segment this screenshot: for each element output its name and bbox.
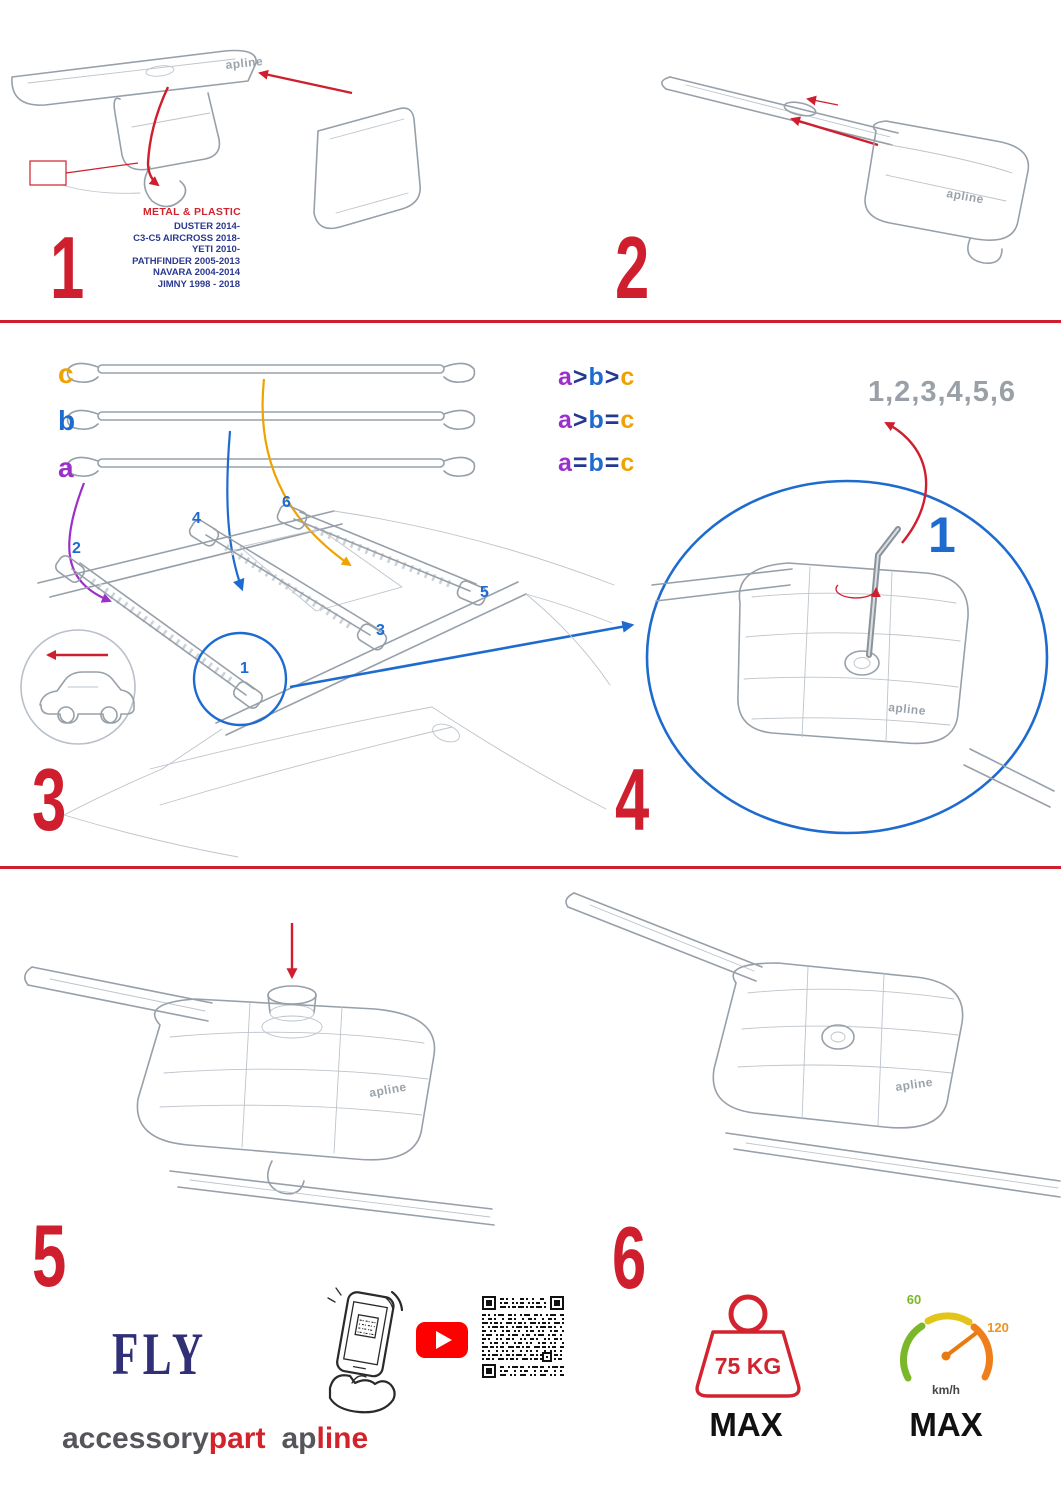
section-divider: [0, 866, 1061, 869]
legend-a: a: [558, 363, 573, 391]
legend-operator: >: [572, 363, 589, 391]
step4-detail-illustration: apline: [645, 421, 1055, 835]
legend-c: c: [620, 406, 636, 434]
legend-operator: =: [604, 406, 621, 434]
legend-row-1: a>b>c: [558, 356, 635, 399]
step1-clamp-illustration: apline: [11, 49, 421, 230]
legend-a: a: [558, 406, 573, 434]
legend-operator: >: [604, 363, 621, 391]
qr-scan-phone-icon: [327, 1287, 404, 1414]
bar-label-a: a: [58, 452, 74, 483]
step-2-number: 2: [615, 218, 650, 317]
apline-mark: apline: [888, 700, 927, 718]
tightening-sequence: 1,2,3,4,5,6: [868, 376, 1017, 408]
apline-mark: apline: [894, 1075, 933, 1094]
legend-b: b: [588, 449, 605, 477]
roof-bar-rear: [276, 504, 488, 606]
model-list-item: NAVARA 2004-2014: [153, 267, 240, 278]
spacing-legend: a>b>c a>b=c a=b=c: [558, 356, 635, 485]
position-5: 5: [480, 584, 489, 601]
speed-unit-label: km/h: [932, 1383, 960, 1397]
sequence-start-number: 1: [928, 507, 956, 563]
zoom-circle: [645, 479, 1049, 835]
model-compatibility-list: DUSTER 2014- C3-C5 AIRCROSS 2018- YETI 2…: [72, 221, 240, 290]
step-3-number: 3: [32, 750, 67, 849]
bar-label-b: b: [58, 405, 75, 436]
model-list-item: JIMNY 1998 - 2018: [157, 278, 240, 290]
car-direction-inset: [20, 629, 136, 745]
model-list-item: C3-C5 AIRCROSS 2018-: [133, 232, 240, 244]
crossbar-a: [66, 456, 476, 477]
roof-bar-front: [54, 555, 264, 709]
legend-b: b: [588, 406, 605, 434]
crossbar-b: [66, 409, 476, 430]
youtube-icon[interactable]: [414, 1320, 470, 1360]
legend-b: b: [588, 363, 605, 391]
qr-code: [482, 1296, 564, 1378]
brand-accessory: accessory: [62, 1422, 209, 1455]
speed-max-label: MAX: [909, 1406, 983, 1443]
legend-c: c: [620, 363, 636, 391]
legend-c: c: [620, 449, 636, 477]
model-list-item: PATHFINDER 2005-2013: [132, 255, 240, 267]
roof-bar-middle: [188, 519, 388, 651]
legend-row-3: a=b=c: [558, 442, 635, 485]
step-6-number: 6: [612, 1208, 647, 1307]
brand-line: line: [316, 1422, 369, 1455]
position-1-highlight-circle: [192, 631, 288, 727]
legend-a: a: [558, 449, 573, 477]
legend-operator: >: [572, 406, 589, 434]
brand-part: part: [208, 1422, 266, 1455]
step5-cap-illustration: apline: [24, 923, 495, 1226]
speed-high-tick: 120: [987, 1320, 1009, 1335]
step3-roof-layout-illustration: c b a: [20, 358, 635, 858]
material-label: METAL & PLASTIC: [142, 206, 242, 218]
legend-operator: =: [604, 449, 621, 477]
step-4-number: 4: [615, 750, 650, 849]
speed-low-tick: 60: [907, 1292, 921, 1307]
speed-limit-icon: 60 120 km/h: [900, 1292, 1009, 1397]
bar-label-c: c: [58, 358, 74, 389]
product-name: FLY: [112, 1321, 208, 1387]
position-4: 4: [192, 510, 201, 527]
step-1-number: 1: [50, 218, 85, 317]
apline-mark: apline: [945, 186, 985, 206]
position-2: 2: [72, 540, 81, 557]
step2-bar-insert-illustration: apline: [661, 76, 1030, 265]
weight-max-label: MAX: [709, 1406, 783, 1443]
position-3: 3: [376, 622, 385, 639]
section-divider: [0, 320, 1061, 323]
step6-assembled-illustration: apline: [565, 892, 1061, 1198]
position-6: 6: [282, 494, 291, 511]
apline-mark: apline: [368, 1080, 408, 1100]
max-weight-icon: 75 KG: [695, 1294, 801, 1398]
model-list-item: DUSTER 2014-: [174, 221, 240, 232]
apline-mark: apline: [225, 54, 264, 72]
crossbar-c: [66, 362, 476, 383]
weight-limit-value: 75 KG: [715, 1353, 781, 1379]
model-list-item: YETI 2010-: [191, 244, 240, 255]
brand-ap: ap: [281, 1422, 317, 1455]
position-1: 1: [240, 660, 249, 677]
legend-row-2: a>b=c: [558, 399, 635, 442]
step-5-number: 5: [32, 1206, 67, 1305]
legend-operator: =: [572, 449, 589, 477]
